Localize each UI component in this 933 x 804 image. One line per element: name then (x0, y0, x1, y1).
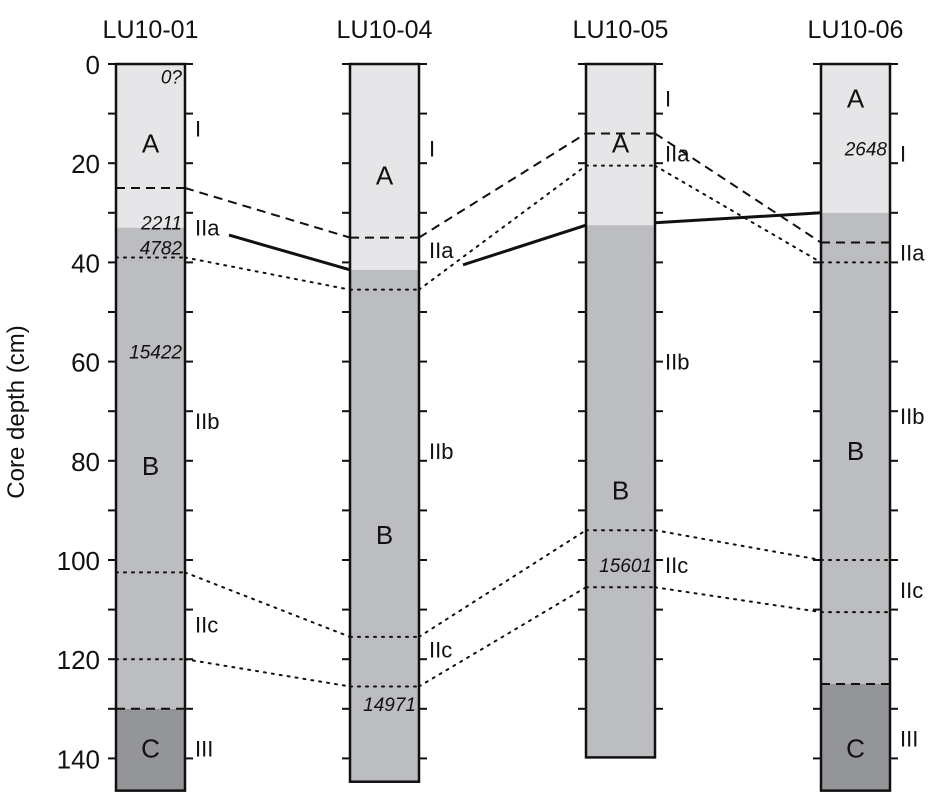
age-label: 2211 (140, 214, 182, 235)
dashed-correlation-line (184, 187, 351, 239)
unit-label: IIc (195, 612, 218, 637)
core-title: LU10-06 (808, 16, 904, 44)
dashed-correlation-line (418, 132, 587, 239)
age-label: 15601 (599, 556, 652, 577)
y-tick-label: 100 (57, 546, 100, 576)
layer-label: B (612, 476, 629, 506)
layer-C (821, 684, 890, 791)
age-label: 4782 (140, 239, 183, 260)
layer-label: B (847, 436, 864, 466)
y-tick-label: 60 (71, 348, 100, 378)
dotted-correlation-line (418, 586, 587, 688)
unit-label: IIc (429, 637, 452, 662)
y-tick-label: 120 (57, 645, 100, 675)
layer-label: A (142, 128, 160, 158)
unit-label: III (900, 727, 918, 752)
unit-label: IIa (429, 238, 454, 263)
layer-A (586, 64, 655, 226)
unit-label: I (665, 87, 671, 112)
unit-label: I (900, 141, 906, 166)
layer-A (821, 64, 890, 213)
layer-B (350, 269, 419, 782)
layer-label: C (141, 733, 160, 763)
unit-label: IIa (665, 141, 690, 166)
core-title: LU10-01 (103, 16, 199, 44)
dotted-correlation-line (654, 586, 822, 614)
layer-A (116, 64, 185, 228)
dotted-correlation-line (418, 529, 587, 638)
core-title: LU10-05 (573, 16, 669, 44)
core-title: LU10-04 (337, 16, 433, 44)
dotted-correlation-line (654, 164, 822, 264)
unit-label: IIb (900, 404, 924, 429)
layer-B (116, 227, 185, 709)
layer-label: A (612, 128, 630, 158)
layer-B (586, 225, 655, 758)
age-label: 2648 (844, 139, 888, 160)
dotted-correlation-line (418, 164, 587, 291)
age-label: 0? (161, 67, 183, 88)
unit-label: IIb (195, 409, 219, 434)
y-axis-label: Core depth (cm) (3, 325, 30, 498)
y-tick-label: 20 (71, 149, 100, 179)
unit-label: I (195, 116, 201, 141)
layer-label: A (376, 161, 394, 191)
layer-label: B (376, 520, 393, 550)
layer-C (116, 708, 185, 791)
layer-label: B (142, 451, 159, 481)
y-tick-label: 0 (86, 50, 100, 80)
unit-label: I (429, 136, 435, 161)
unit-label: IIa (195, 216, 220, 241)
unit-label: III (195, 736, 213, 761)
y-tick-label: 80 (71, 447, 100, 477)
unit-label: IIa (900, 240, 925, 265)
solid-correlation-line (654, 211, 822, 225)
dotted-correlation-line (184, 658, 351, 688)
dotted-correlation-line (184, 571, 351, 638)
unit-label: IIb (665, 350, 689, 375)
unit-label: IIc (665, 553, 688, 578)
layer-B (821, 212, 890, 685)
y-tick-label: 40 (71, 248, 100, 278)
y-tick-label: 140 (57, 744, 100, 774)
layer-label: C (846, 733, 865, 763)
age-label: 15422 (129, 343, 182, 364)
age-label: 14971 (363, 695, 416, 716)
solid-correlation-line (228, 233, 351, 272)
unit-label: IIb (429, 439, 453, 464)
core-outline (819, 62, 892, 792)
core-outline (348, 62, 421, 783)
core-outline (114, 62, 187, 792)
layer-A (350, 64, 419, 270)
unit-label: IIc (900, 578, 923, 603)
solid-correlation-line (462, 223, 587, 267)
layer-label: A (847, 84, 865, 114)
dashed-correlation-line (654, 132, 822, 244)
